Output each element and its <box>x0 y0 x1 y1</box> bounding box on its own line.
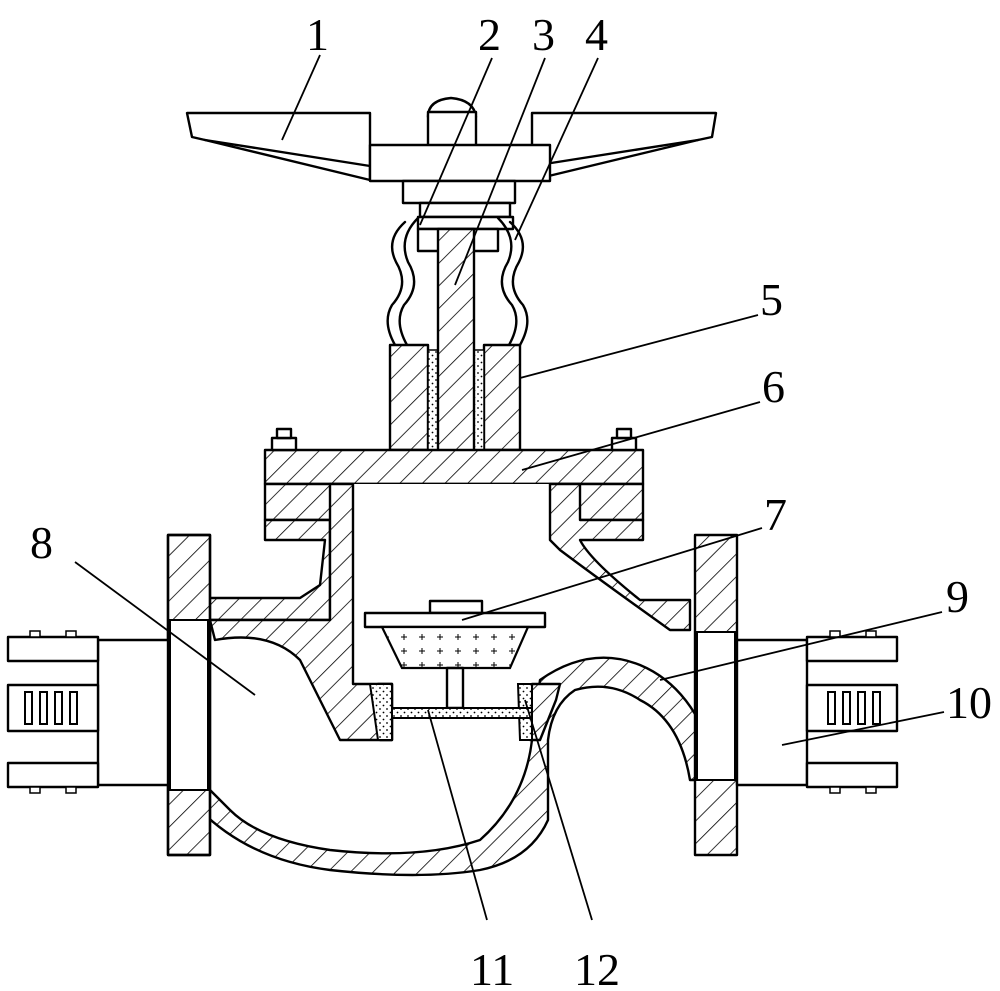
part-labels: 1 2 3 4 5 6 7 8 9 10 11 12 <box>30 9 992 991</box>
body-right-upper <box>548 482 692 632</box>
bellows-cover <box>386 201 529 347</box>
seat-gasket <box>391 707 533 719</box>
left-connector-top-bar <box>6 635 100 663</box>
right-connector-mid-bar <box>805 683 899 733</box>
leader-11 <box>427 709 488 921</box>
leader-9 <box>659 611 943 681</box>
left-connector-body <box>96 638 170 787</box>
right-connector-body <box>735 638 809 787</box>
bonnet-left-wall <box>388 343 430 452</box>
left-bolt-tip <box>275 427 293 440</box>
leader-5 <box>519 314 759 379</box>
left-connector-bottom-bar <box>6 761 100 789</box>
label-1: 1 <box>306 9 329 60</box>
handwheel-hub <box>368 143 552 183</box>
handwheel-nut <box>426 110 478 150</box>
label-4: 4 <box>585 9 608 60</box>
label-11: 11 <box>470 944 514 991</box>
right-bolt-tip <box>615 427 633 440</box>
label-6: 6 <box>762 361 785 412</box>
disc-pin <box>445 666 465 710</box>
packing-right <box>473 349 485 451</box>
body-lower-passage <box>198 656 722 877</box>
handwheel-collar <box>401 179 517 205</box>
bonnet <box>388 343 522 452</box>
leader-3 <box>454 57 546 286</box>
right-connector-bottom-bar <box>805 761 899 789</box>
packing-left <box>427 349 439 451</box>
label-8: 8 <box>30 517 53 568</box>
label-3: 3 <box>532 9 555 60</box>
leader-6 <box>521 401 761 471</box>
left-bolt-head <box>270 436 298 452</box>
left-connector <box>6 630 170 794</box>
leader-2 <box>419 57 493 226</box>
body-left-chamber-wall <box>208 482 394 742</box>
label-10: 10 <box>946 677 992 728</box>
label-12: 12 <box>574 944 620 991</box>
stem-nut-plate <box>418 201 512 219</box>
handwheel <box>185 96 718 205</box>
leader-10 <box>781 711 945 746</box>
flange-upper <box>263 448 645 486</box>
leader-4 <box>514 57 599 241</box>
disc-plate <box>363 611 547 629</box>
disc-stem-collar <box>428 599 484 615</box>
label-5: 5 <box>760 274 783 325</box>
handwheel-left-spoke <box>185 111 372 182</box>
leader-lines <box>74 54 945 921</box>
label-9: 9 <box>946 571 969 622</box>
label-7: 7 <box>764 489 787 540</box>
leader-1 <box>281 54 321 141</box>
leader-12 <box>524 699 593 921</box>
handwheel-right-spoke <box>530 111 718 182</box>
leader-8 <box>74 561 256 696</box>
label-2: 2 <box>478 9 501 60</box>
left-connector-mid-bar <box>6 683 100 733</box>
leader-7 <box>461 527 763 621</box>
valve-disc <box>363 599 547 741</box>
disc-seal <box>380 625 530 670</box>
bonnet-right-wall <box>482 343 522 452</box>
